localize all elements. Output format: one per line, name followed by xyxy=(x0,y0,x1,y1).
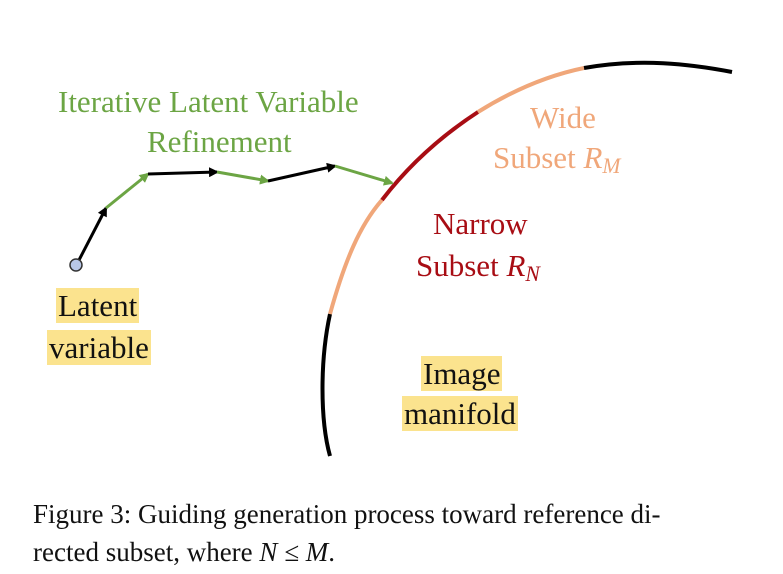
caption-line1: Figure 3: Guiding generation process tow… xyxy=(33,499,661,529)
manifold-arc-top xyxy=(583,60,733,74)
latent-label-line2: variable xyxy=(47,330,151,365)
latent-label-line1: Latent xyxy=(56,288,140,323)
wide-symbol: R xyxy=(583,140,603,175)
manifold-label-line2: manifold xyxy=(402,396,518,431)
figure-caption: Figure 3: Guiding generation process tow… xyxy=(33,495,751,571)
latent-start-node xyxy=(69,258,83,272)
wide-label: Wide xyxy=(530,100,596,135)
manifold-label-line1: Image xyxy=(421,356,503,391)
manifold-wide-lower xyxy=(328,198,384,315)
caption-line2-text: rected subset, where xyxy=(33,537,260,567)
manifold-arc-bottom xyxy=(320,313,332,457)
latent-label-text1: Latent xyxy=(56,288,140,323)
manifold-label-text1: Image xyxy=(421,356,503,391)
refinement-label-line1: Iterative Latent Variable xyxy=(58,84,359,119)
refine-arrow-2 xyxy=(105,172,150,210)
narrow-subscript: N xyxy=(525,262,540,287)
narrow-subset-label: Subset RN xyxy=(416,248,540,285)
refine-arrow-3 xyxy=(147,167,219,178)
caption-line2: rected subset, where N ≤ M. xyxy=(33,533,751,571)
manifold-wide-upper xyxy=(476,66,585,114)
manifold-label-text2: manifold xyxy=(402,396,518,431)
narrow-subset-word: Subset xyxy=(416,248,499,283)
narrow-symbol: R xyxy=(506,248,526,283)
refine-arrow-4 xyxy=(216,170,270,185)
wide-subset-word: Subset xyxy=(493,140,576,175)
refine-arrow-6 xyxy=(334,164,394,186)
refinement-label-line2: Refinement xyxy=(147,124,292,159)
caption-math: N ≤ M xyxy=(259,537,329,567)
caption-suffix: . xyxy=(328,537,335,567)
wide-subscript: M xyxy=(602,154,621,179)
narrow-label: Narrow xyxy=(433,206,528,241)
manifold-narrow-subset xyxy=(380,110,480,202)
latent-label-text2: variable xyxy=(47,330,151,365)
refine-arrow-1 xyxy=(76,206,108,263)
wide-subset-label: Subset RM xyxy=(493,140,620,177)
refine-arrow-5 xyxy=(267,162,337,183)
